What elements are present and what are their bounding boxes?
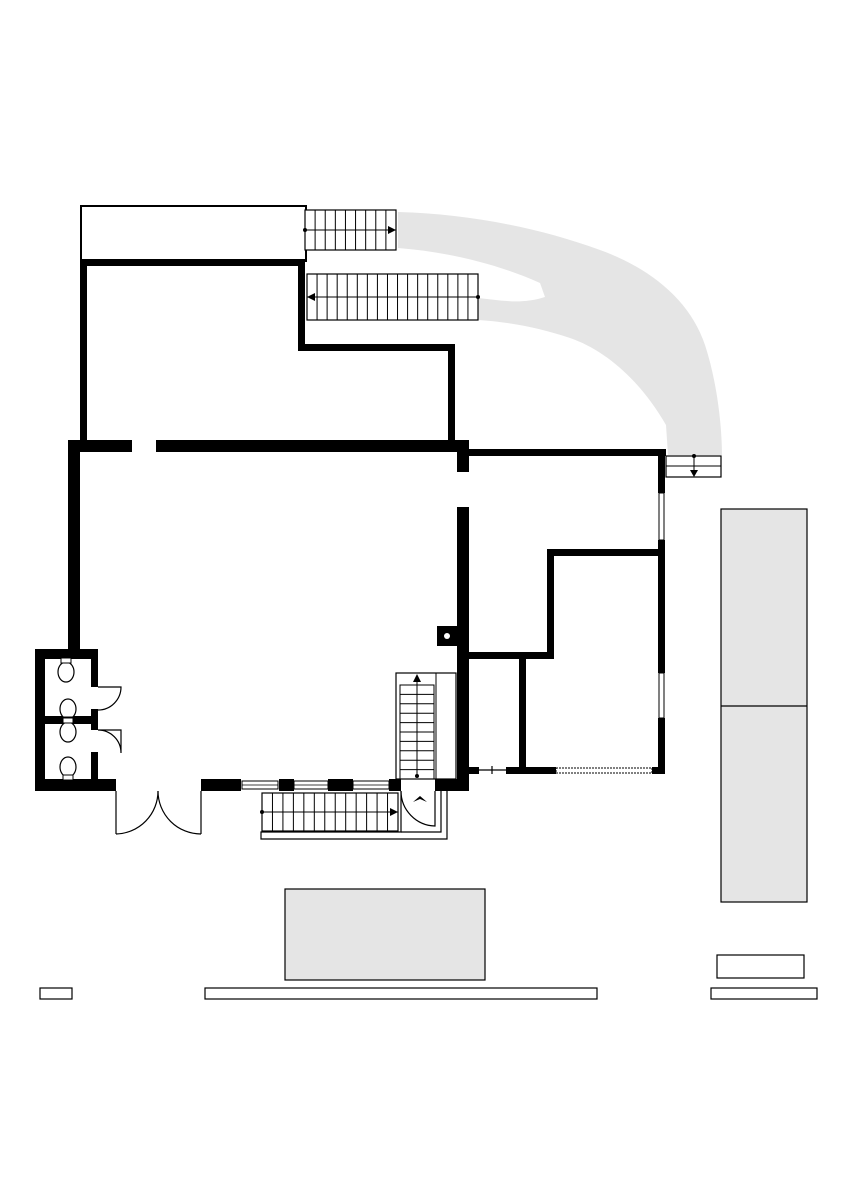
east-wing-windows [555,492,665,774]
landing-arrow-icon [413,796,427,802]
toilet-tank [62,717,74,724]
stair-arrow-icon [390,808,398,816]
upper-stair-flight [303,209,397,251]
entrance-landing [260,790,448,840]
east-wing-walls [463,449,666,774]
parking-area-right [720,508,808,903]
stair-start-dot [415,774,419,778]
middle-stair-flight [306,273,480,321]
stair-arrow-icon [307,293,315,301]
toilet-icon [59,698,77,720]
column-marker [444,633,450,639]
toilet-tank [60,657,72,664]
east-door-marker [479,766,506,774]
stair-start-dot [476,295,480,299]
east-small-stair [665,454,722,478]
upper-room-walls [80,259,455,449]
interior-stair-flight [395,672,457,780]
stair-start-dot [260,810,264,814]
toilet-icon [59,756,77,778]
toilet-fixtures [57,657,77,781]
entrance-double-door [115,790,202,835]
stair-start-dot [303,228,307,232]
stair-outline [395,672,457,780]
stair-arrow-icon [388,226,396,234]
curved-driveway [398,212,722,455]
toilet-room-doors [97,686,122,754]
parking-area-bottom [284,888,486,981]
stair-arrow-icon [413,674,421,682]
upper-terrace-outline [80,205,307,262]
entrance-stair-flight [260,792,399,832]
toilet-icon [57,661,75,683]
ground-strips [39,954,818,1000]
toilet-icon [59,721,77,743]
toilet-tank [62,774,74,781]
